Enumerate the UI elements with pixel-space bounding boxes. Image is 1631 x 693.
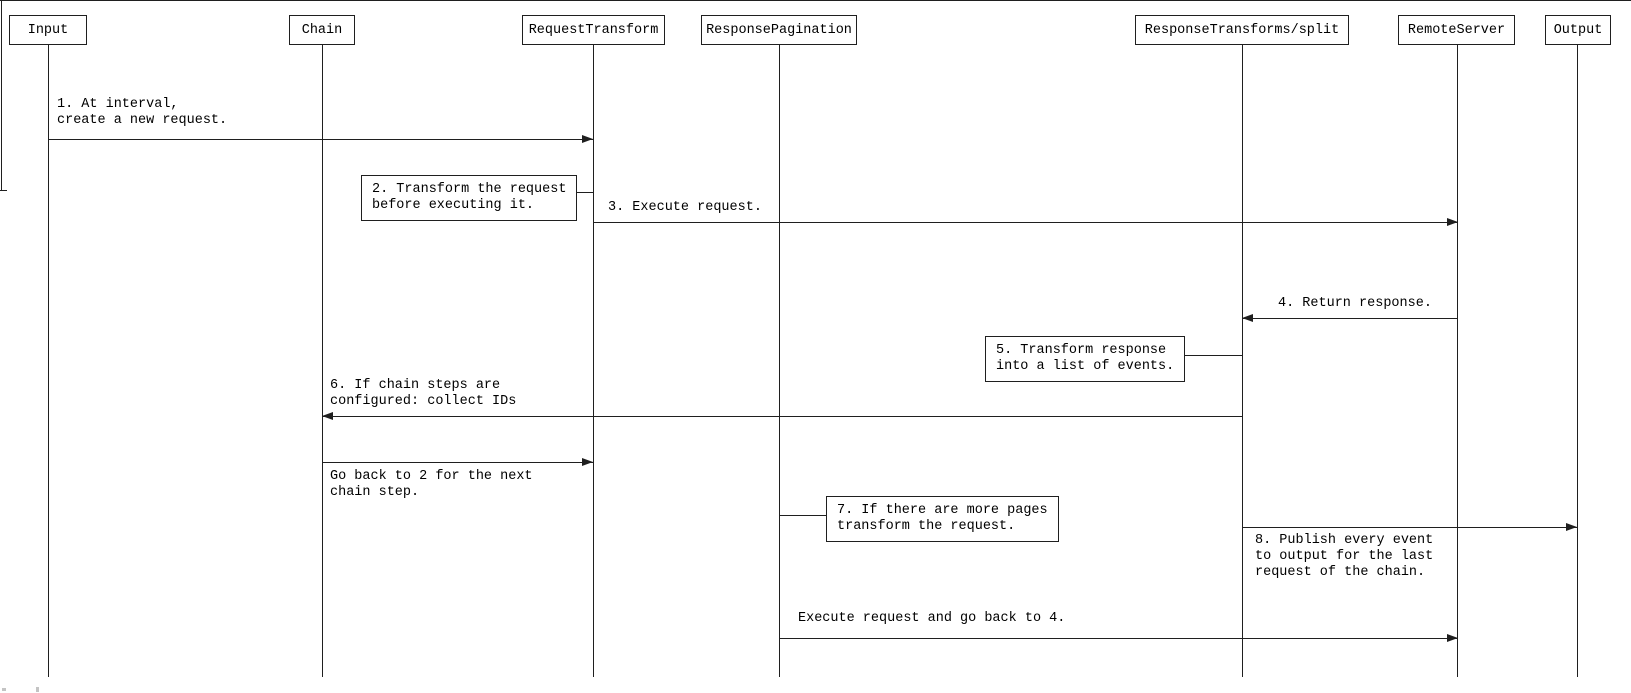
crop-artifact: [2, 688, 6, 691]
lifeline-responsepagination: [779, 45, 780, 677]
lifeline-input: [48, 45, 49, 677]
participant-input-label: Input: [27, 22, 69, 38]
note-5-connector: [1170, 355, 1242, 356]
participant-output: Output: [1545, 15, 1611, 45]
message-3-label: 3. Execute request.: [608, 200, 762, 215]
participant-remoteserver-label: RemoteServer: [1407, 22, 1506, 38]
frame-top-border: [0, 0, 1631, 1]
frame-left-border: [1, 0, 2, 190]
message-6-label: 6. If chain steps are configured: collec…: [330, 378, 517, 409]
message-6-arrow: [322, 412, 1242, 420]
participant-requesttransform-label: RequestTransform: [528, 22, 659, 38]
message-execute-goback4-arrow: [779, 634, 1458, 642]
participant-chain-label: Chain: [301, 22, 343, 38]
message-3-arrow: [593, 218, 1458, 226]
participant-chain: Chain: [289, 15, 355, 45]
message-4-label: 4. Return response.: [1278, 296, 1432, 311]
message-4-arrow: [1242, 314, 1458, 322]
frame-left-border-tick: [0, 190, 7, 191]
note-5: 5. Transform response into a list of eve…: [985, 336, 1186, 382]
message-goback2-label: Go back to 2 for the next chain step.: [330, 469, 533, 500]
participant-responsepagination-label: ResponsePagination: [706, 22, 852, 38]
message-1-label: 1. At interval, create a new request.: [57, 97, 228, 128]
note-7: 7. If there are more pages transform the…: [826, 496, 1059, 542]
message-execute-goback4-label: Execute request and go back to 4.: [798, 611, 1066, 626]
participant-output-label: Output: [1553, 22, 1603, 38]
lifeline-responsetransforms-split: [1242, 45, 1243, 677]
note-2: 2. Transform the request before executin…: [361, 175, 578, 221]
note-7-connector: [779, 515, 840, 516]
lifeline-chain: [322, 45, 323, 677]
participant-responsetransforms-split-label: ResponseTransforms/split: [1144, 22, 1340, 38]
message-8-label: 8. Publish every event to output for the…: [1255, 533, 1434, 580]
lifeline-output: [1577, 45, 1578, 677]
participant-responsetransforms-split: ResponseTransforms/split: [1135, 15, 1349, 45]
message-8-arrow: [1242, 523, 1577, 531]
message-1-arrow: [48, 135, 593, 143]
participant-input: Input: [9, 15, 87, 45]
crop-artifact: [36, 687, 39, 692]
participant-remoteserver: RemoteServer: [1398, 15, 1515, 45]
lifeline-requesttransform: [593, 45, 594, 677]
message-goback2-arrow: [322, 458, 593, 466]
participant-responsepagination: ResponsePagination: [701, 15, 857, 45]
lifeline-remoteserver: [1457, 45, 1458, 677]
participant-requesttransform: RequestTransform: [522, 15, 665, 45]
